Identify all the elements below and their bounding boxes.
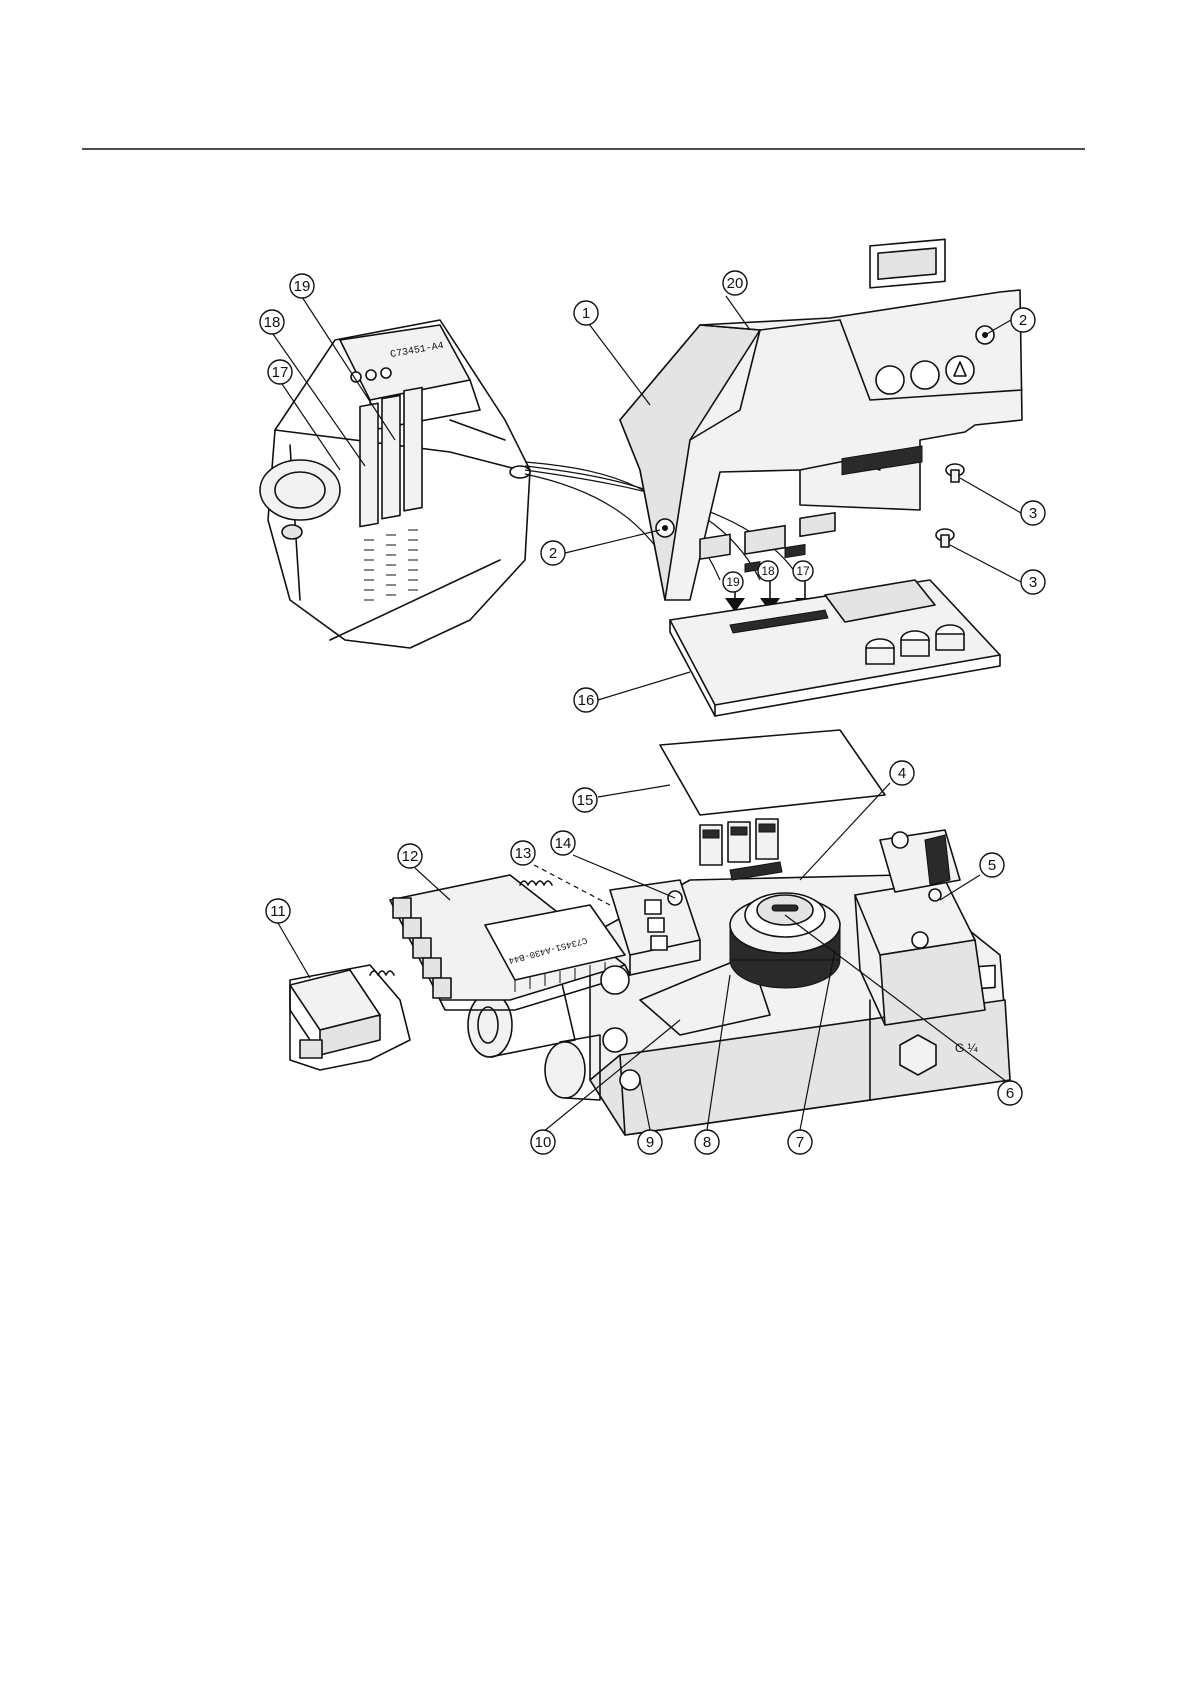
callout-9: 9: [638, 1130, 662, 1154]
svg-text:19: 19: [294, 278, 311, 295]
callout-2-left: 2: [541, 541, 565, 565]
svg-text:14: 14: [555, 835, 572, 852]
base-ribbon-connectors: [700, 819, 782, 880]
callout-2-right: 2: [1011, 308, 1035, 332]
callout-20: 20: [723, 271, 747, 295]
callout-13: 13: [511, 841, 535, 865]
svg-text:10: 10: [535, 1134, 552, 1151]
callout-10: 10: [531, 1130, 555, 1154]
callout-5: 5: [980, 853, 1004, 877]
callout-8: 8: [695, 1130, 719, 1154]
loose-screw-lower: [936, 529, 954, 547]
callout-1: 1: [574, 301, 598, 325]
svg-text:2: 2: [549, 545, 557, 562]
svg-text:3: 3: [1029, 574, 1037, 591]
callout-14: 14: [551, 831, 575, 855]
svg-text:9: 9: [646, 1134, 654, 1151]
housing-marking: G ¼: [955, 1041, 979, 1055]
callout-17-inset: 17: [268, 360, 292, 384]
svg-text:19: 19: [726, 575, 740, 589]
svg-text:20: 20: [727, 275, 744, 292]
svg-text:7: 7: [796, 1134, 804, 1151]
inset-detail-view: C73451-A4: [260, 320, 530, 648]
callout-19-board: 19: [723, 572, 743, 592]
cover-button-left: [876, 366, 904, 394]
svg-text:6: 6: [1006, 1085, 1014, 1102]
svg-text:1: 1: [582, 305, 590, 322]
svg-text:4: 4: [898, 765, 906, 782]
svg-text:13: 13: [515, 845, 532, 862]
svg-text:3: 3: [1029, 505, 1037, 522]
cover-button-right: [946, 356, 974, 384]
callout-3-upper: 3: [1021, 501, 1045, 525]
svg-text:8: 8: [703, 1134, 711, 1151]
callout-7: 7: [788, 1130, 812, 1154]
callout-4: 4: [890, 761, 914, 785]
svg-text:16: 16: [578, 692, 595, 709]
svg-text:2: 2: [1019, 312, 1027, 329]
callout-18-board: 18: [758, 561, 778, 581]
svg-text:11: 11: [270, 903, 286, 920]
svg-text:12: 12: [402, 848, 419, 865]
plug-in-module: [290, 965, 410, 1070]
svg-text:15: 15: [577, 792, 594, 809]
housing-cover: [620, 239, 1022, 600]
cover-button-middle: [911, 361, 939, 389]
callout-15: 15: [573, 788, 597, 812]
svg-text:18: 18: [264, 314, 281, 331]
callout-16: 16: [574, 688, 598, 712]
callout-6: 6: [998, 1081, 1022, 1105]
svg-text:5: 5: [988, 857, 996, 874]
svg-text:17: 17: [796, 564, 810, 578]
callout-12: 12: [398, 844, 422, 868]
svg-text:17: 17: [272, 364, 289, 381]
callout-3-lower: 3: [1021, 570, 1045, 594]
svg-text:18: 18: [761, 564, 775, 578]
insulating-sheet: [660, 730, 885, 815]
callout-19-inset: 19: [290, 274, 314, 298]
callout-11: 11: [266, 899, 290, 923]
callout-17-board: 17: [793, 561, 813, 581]
callout-18-inset: 18: [260, 310, 284, 334]
potentiometer-gear: [730, 893, 840, 988]
